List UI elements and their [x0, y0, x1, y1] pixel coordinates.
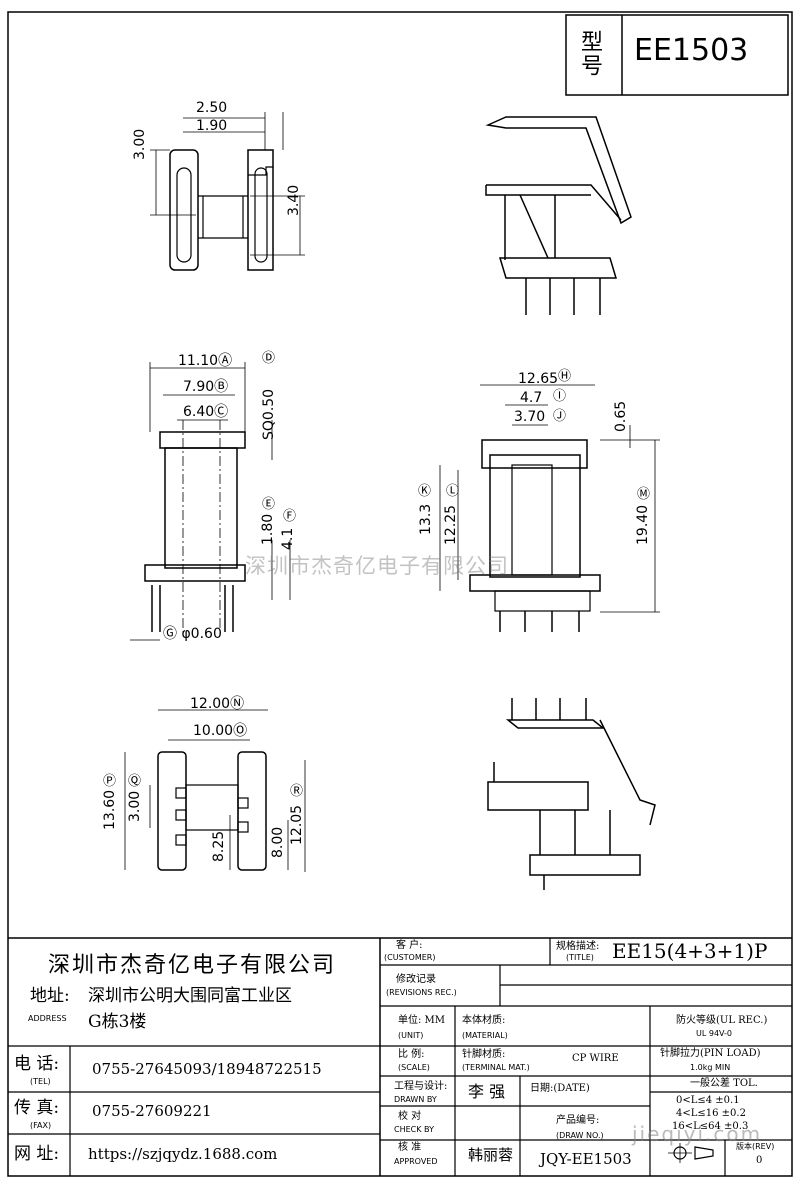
- terminal-label: 针脚材质:: [462, 1049, 506, 1060]
- model-number: EE1503: [634, 33, 749, 68]
- dim-label: 4.7: [520, 390, 543, 406]
- dim-label: Ⓔ: [262, 497, 276, 512]
- pin-load-label: 针脚拉力(PIN LOAD): [660, 1048, 761, 1059]
- dim-label: 4.1: [280, 527, 296, 550]
- dim-label: 10.00Ⓞ: [193, 723, 248, 739]
- drawing-number: JQY-EE1503: [540, 1150, 632, 1168]
- approved-name: 韩丽蓉: [468, 1146, 514, 1164]
- dim-label: 0.65: [613, 400, 629, 432]
- dim-label: Ⓙ: [553, 409, 567, 424]
- dim-label: 19.40: [635, 504, 651, 545]
- drawing-number-label: 产品编号:: [556, 1115, 600, 1126]
- revisions-label: 修改记录: [396, 974, 436, 985]
- check-label: 校 对: [398, 1111, 422, 1122]
- approved-label-en: APPROVED: [394, 1157, 438, 1166]
- dim-label: 8.25: [211, 830, 227, 862]
- fax-label: 传 真:: [14, 1098, 60, 1118]
- model-label: 型号: [577, 30, 602, 78]
- dim-label: 13.3: [418, 503, 434, 535]
- tel-label: 电 话:: [14, 1054, 60, 1074]
- fax-number: 0755-27609221: [92, 1102, 212, 1120]
- address-line-1: 深圳市公明大围同富工业区: [88, 986, 292, 1006]
- spec-label-en: (TITLE): [566, 953, 594, 962]
- unit-label: 单位: MM: [398, 1015, 446, 1026]
- customer-label-en: (CUSTOMER): [384, 953, 436, 962]
- dim-label: 6.40Ⓒ: [183, 404, 229, 420]
- revisions-label-en: (REVISIONS REC.): [386, 988, 457, 997]
- dim-label: 13.60: [102, 789, 118, 830]
- tolerance-2: 4<L≤16 ±0.2: [676, 1108, 746, 1119]
- dim-label: 12.65: [518, 371, 559, 387]
- address-label-en: ADDRESS: [28, 1014, 67, 1023]
- date-label: 日期:(DATE): [530, 1083, 590, 1094]
- customer-label: 客 户:: [396, 940, 423, 951]
- flame-label: 防火等级(UL REC.): [676, 1015, 768, 1026]
- dim-label: Ⓠ: [128, 774, 142, 789]
- scale-label: 比 例:: [398, 1049, 425, 1060]
- dim-label: 12.05: [289, 804, 305, 845]
- drawn-label: 工程与设计:: [394, 1081, 448, 1092]
- dim-label: 8.00: [270, 826, 286, 858]
- web-label: 网 址:: [14, 1144, 60, 1164]
- site-watermark: jieqiyi.com: [632, 1122, 763, 1146]
- drawn-name: 李 强: [468, 1082, 506, 1101]
- approved-label: 核 准: [398, 1142, 422, 1153]
- spec-value: EE15(4+3+1)P: [612, 939, 768, 963]
- web-address: https://szjqydz.1688.com: [88, 1145, 278, 1163]
- dim-label: Ⓕ: [283, 509, 297, 524]
- material-label-en: (MATERIAL): [462, 1031, 508, 1040]
- dim-label: 1.80: [260, 513, 276, 545]
- dim-label: Ⓡ: [290, 784, 304, 799]
- pin-load-value: 1.0kg MIN: [690, 1063, 731, 1072]
- dim-label: 12.00Ⓝ: [190, 696, 245, 712]
- dim-label: Ⓚ: [418, 484, 432, 499]
- spec-label: 规格描述:: [556, 941, 600, 952]
- tel-number: 0755-27645093/18948722515: [92, 1060, 322, 1078]
- scale-label-en: (SCALE): [398, 1063, 430, 1072]
- tolerance-3: 16<L≤64 ±0.3: [672, 1121, 749, 1132]
- revision-label: 版本(REV): [736, 1142, 775, 1151]
- dim-label: 3.70: [514, 409, 546, 425]
- terminal-value: CP WIRE: [572, 1053, 619, 1064]
- check-label-en: CHECK BY: [394, 1125, 434, 1134]
- tolerance-title: 一般公差 TOL.: [690, 1078, 758, 1089]
- drawing-number-label-en: (DRAW NO.): [556, 1131, 604, 1140]
- dim-label: 7.90Ⓑ: [183, 379, 229, 395]
- dim-label: SQ0.50: [261, 388, 277, 440]
- flame-value: UL 94V-0: [696, 1029, 733, 1038]
- dim-label: 3.00: [132, 128, 148, 160]
- address-label: 地址:: [30, 986, 70, 1006]
- drawn-label-en: DRAWN BY: [394, 1095, 437, 1104]
- dim-label: Ⓓ: [262, 351, 276, 366]
- dim-label: Ⓜ: [637, 487, 651, 502]
- revision-value: 0: [756, 1155, 763, 1166]
- fax-label-en: (FAX): [30, 1121, 52, 1130]
- dim-label: Ⓘ: [553, 389, 567, 404]
- dim-label: 11.10Ⓐ: [178, 353, 233, 369]
- dim-label: Ⓟ: [103, 774, 117, 789]
- watermark: 深圳市杰奇亿电子有限公司: [245, 554, 509, 578]
- company-name: 深圳市杰奇亿电子有限公司: [48, 953, 337, 978]
- dim-label: 3.00: [127, 790, 143, 822]
- address-line-2: G栋3楼: [88, 1012, 147, 1032]
- dim-label: Ⓗ: [558, 369, 572, 384]
- tolerance-1: 0<L≤4 ±0.1: [676, 1095, 740, 1106]
- dim-label: 2.50: [196, 100, 228, 116]
- terminal-label-en: (TERMINAL MAT.): [462, 1063, 530, 1072]
- dim-label: 1.90: [196, 118, 228, 134]
- tel-label-en: (TEL): [30, 1077, 51, 1086]
- unit-label-en: (UNIT): [398, 1031, 424, 1040]
- dim-label: 12.25: [443, 504, 459, 545]
- dim-label: 3.40: [286, 184, 302, 216]
- dim-label: Ⓛ: [446, 484, 460, 499]
- dim-label: Ⓖ φ0.60: [163, 626, 222, 642]
- material-label: 本体材质:: [462, 1015, 506, 1026]
